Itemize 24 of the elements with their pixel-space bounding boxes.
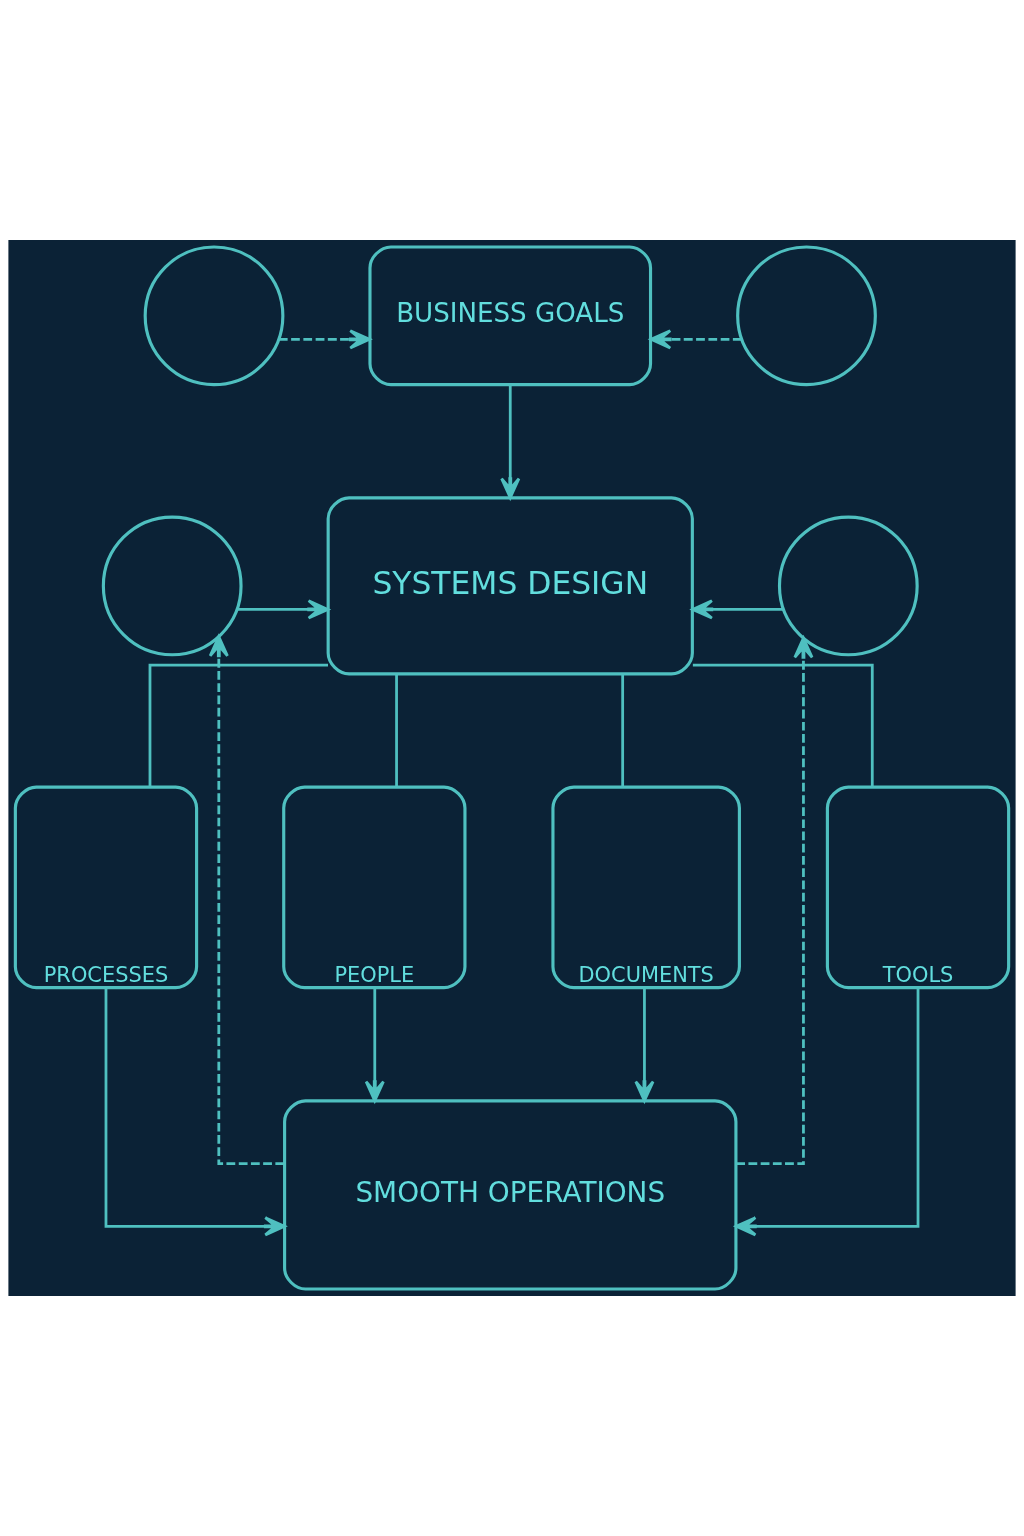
connector — [395, 673, 398, 788]
node-box: SYSTEMS DESIGN — [326, 496, 694, 676]
connector — [148, 663, 328, 787]
node-circle — [736, 245, 877, 387]
arrow — [237, 599, 330, 620]
node-box: SMOOTH OPERATIONS — [283, 1099, 738, 1291]
arrow — [734, 987, 920, 1237]
node-circle — [143, 245, 285, 387]
node-box: PEOPLE — [282, 785, 467, 990]
node-box: BUSINESS GOALS — [368, 245, 653, 387]
arrow — [691, 599, 784, 620]
node-box: TOOLS — [825, 785, 1011, 990]
arrow — [208, 635, 285, 1165]
arrow — [364, 988, 385, 1103]
node-box: PROCESSES — [13, 785, 199, 990]
connector — [692, 663, 874, 787]
arrow — [279, 329, 371, 350]
arrow — [736, 636, 814, 1165]
arrow — [649, 329, 742, 350]
connector — [621, 673, 625, 788]
arrow — [634, 988, 655, 1103]
arrow — [104, 987, 286, 1237]
node-box: DOCUMENTS — [551, 785, 741, 990]
arrow — [500, 384, 521, 500]
